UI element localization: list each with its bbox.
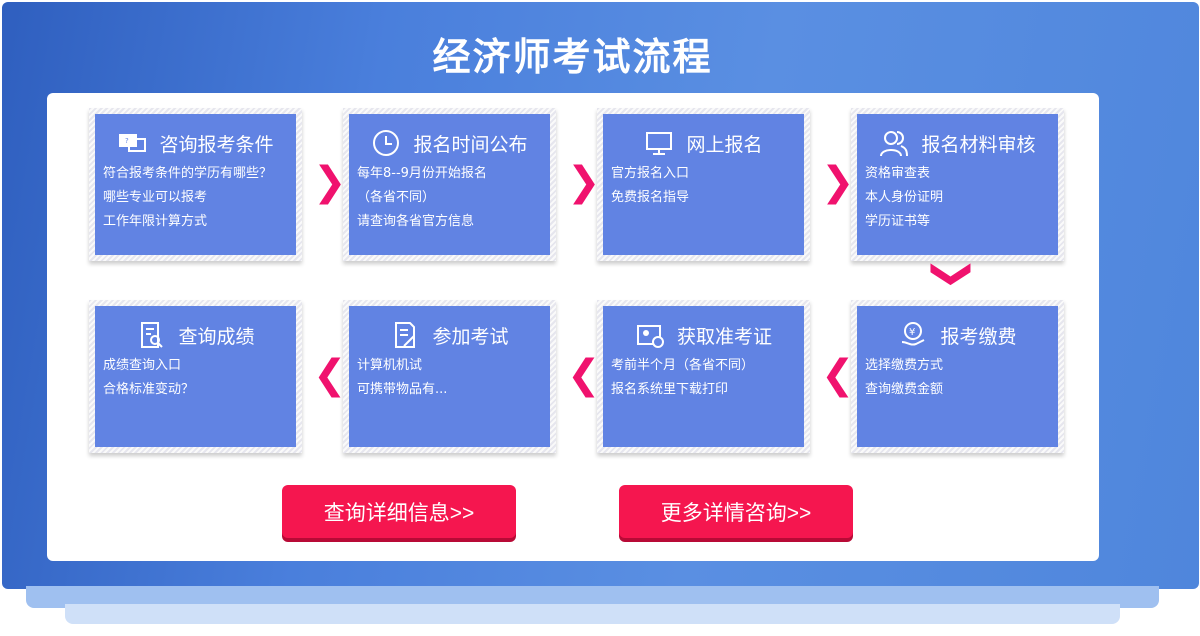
step-link[interactable]: 官方报名入口	[611, 166, 690, 181]
step-card[interactable]: ? 咨询报考条件符合报考条件的学历有哪些？ 哪些专业可以报考工作年限计算方式	[89, 108, 302, 261]
arrow-right-icon: ❯	[821, 159, 855, 205]
svg-text:?: ?	[125, 137, 129, 145]
step-title: 报名材料审核	[921, 133, 1036, 156]
step-title: 查询成绩	[178, 325, 255, 348]
page-title: 经济师考试流程	[432, 35, 713, 79]
more-consult-button[interactable]: 更多详情咨询>>	[619, 485, 853, 538]
arrow-left-icon: ❮	[821, 352, 855, 398]
step-link[interactable]: 选择缴费方式	[865, 358, 944, 373]
decor-layer	[65, 604, 1120, 624]
users-icon	[880, 131, 909, 157]
step-card[interactable]: 报名材料审核资格审查表本人身份证明学历证书等	[851, 108, 1064, 261]
arrow-left-icon: ❮	[567, 352, 601, 398]
decor-layer	[26, 586, 1159, 608]
step-link[interactable]: 请查询各省官方信息	[357, 214, 475, 229]
arrow-left-icon: ❮	[313, 352, 347, 398]
step-link[interactable]: 免费报名指导	[611, 190, 690, 205]
step-title: 咨询报考条件	[159, 133, 274, 156]
step-link[interactable]: （各省不同）	[357, 190, 436, 205]
chat-question-icon: ?	[119, 134, 147, 152]
exam-paper-icon	[395, 322, 416, 348]
step-link[interactable]: 工作年限计算方式	[103, 214, 208, 229]
step-card[interactable]: 获取准考证考前半个月（各省不同） 报名系统里下载打印	[597, 300, 810, 453]
step-card[interactable]: 报名时间公布每年8--9月份开始报名 （各省不同） 请查询各省官方信息	[343, 108, 556, 261]
step-title: 参加考试	[432, 325, 509, 348]
step-card[interactable]: 参加考试计算机机试可携带物品有...	[343, 300, 556, 453]
monitor-icon	[646, 132, 673, 155]
step-title: 获取准考证	[676, 325, 772, 348]
arrow-down-icon: ❯	[929, 257, 976, 291]
step-link[interactable]: 哪些专业可以报考	[103, 190, 208, 205]
query-detail-button[interactable]: 查询详细信息>>	[282, 485, 516, 538]
step-link[interactable]: 查询缴费金额	[865, 382, 944, 397]
step-link[interactable]: 考前半个月（各省不同）	[611, 358, 755, 373]
arrow-right-icon: ❯	[567, 159, 601, 205]
step-link[interactable]: 本人身份证明	[865, 190, 944, 205]
step-link[interactable]: 报名系统里下载打印	[611, 382, 729, 397]
svg-text:¥: ¥	[909, 327, 915, 338]
step-title: 网上报名	[686, 133, 763, 156]
step-link[interactable]: 学历证书等	[865, 214, 931, 229]
yen-payment-icon: ¥	[902, 322, 925, 346]
step-title: 报考缴费	[940, 325, 1017, 348]
score-search-icon	[141, 322, 164, 348]
step-link[interactable]: 成绩查询入口	[103, 358, 182, 373]
step-link[interactable]: 每年8--9月份开始报名	[357, 166, 487, 181]
step-card[interactable]: 查询成绩成绩查询入口合格标准变动？	[89, 300, 302, 453]
id-card-icon	[636, 325, 664, 348]
arrow-right-icon: ❯	[313, 159, 347, 205]
step-link[interactable]: 合格标准变动？	[103, 382, 195, 397]
step-title: 报名时间公布	[413, 133, 528, 156]
step-link[interactable]: 符合报考条件的学历有哪些？	[103, 166, 273, 181]
step-card[interactable]: ¥ 报考缴费选择缴费方式查询缴费金额	[851, 300, 1064, 453]
step-card[interactable]: 网上报名官方报名入口免费报名指导	[597, 108, 810, 261]
step-link[interactable]: 计算机机试	[357, 358, 423, 373]
step-link[interactable]: 资格审查表	[865, 166, 931, 181]
step-link[interactable]: 可携带物品有...	[357, 382, 448, 397]
clock-icon	[373, 130, 400, 156]
